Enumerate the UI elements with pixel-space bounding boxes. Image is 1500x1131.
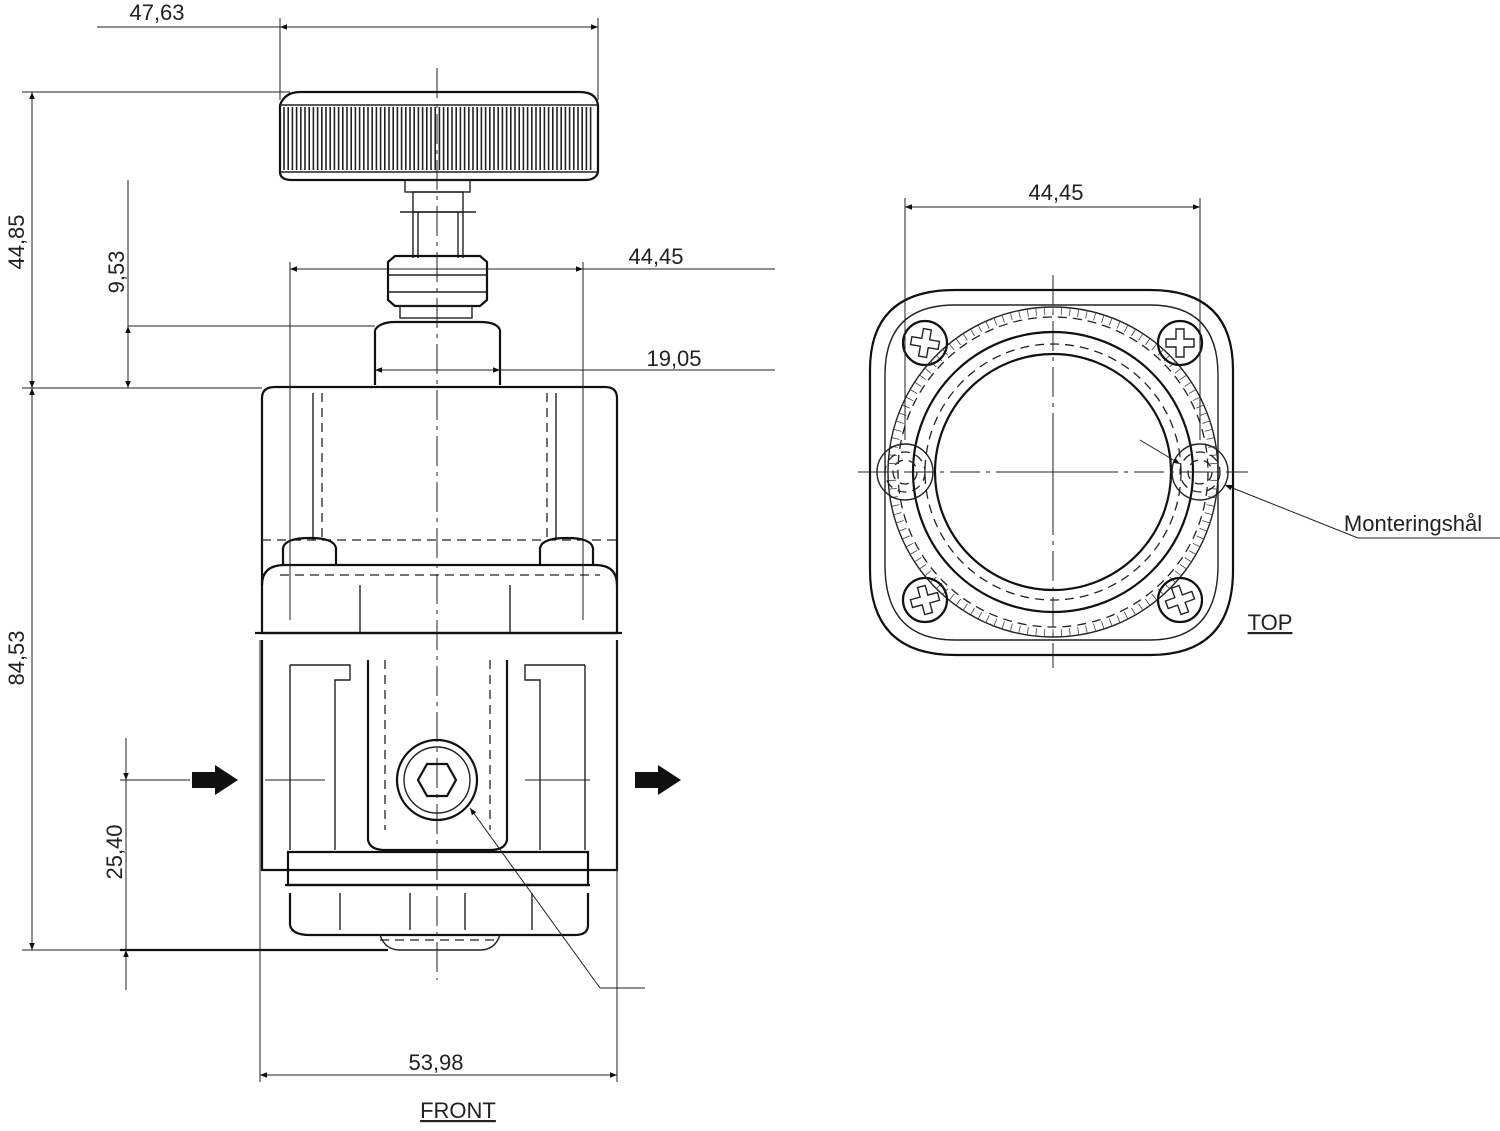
dim-label-top-width: 44,45 [1028,180,1083,205]
dim-port-height [120,738,190,990]
dim-top-height [22,92,290,388]
adjustment-knob [280,92,598,180]
dim-body-height [22,388,388,950]
dim-label-top-height: 44,85 [4,214,29,269]
dim-body-width [290,262,775,620]
dim-label-base-width: 53,98 [408,1050,463,1075]
dim-label-body-height: 84,53 [4,630,29,685]
top-view [858,198,1500,668]
inlet-arrow-icon [192,765,238,795]
dim-label-body-width: 44,45 [628,244,683,269]
dim-label-knob-width: 47,63 [129,0,184,25]
dim-label-bonnet-width: 19,05 [646,346,701,371]
hex-socket-leader [470,808,645,988]
regulator-body [255,633,622,870]
top-view-label: TOP [1248,610,1293,635]
dim-bonnet-height [128,180,375,388]
front-view-label: FRONT [420,1098,496,1123]
front-view [22,18,775,1082]
mounting-hole-callout: Monteringshål [1344,511,1482,536]
dim-label-bonnet-height: 9,53 [104,251,129,294]
regulator-bonnet [262,387,617,633]
dim-knob-width [97,18,598,100]
outlet-arrow-icon [635,765,681,795]
dim-label-port-height: 25,40 [102,824,127,879]
dim-base-width [260,640,617,1082]
